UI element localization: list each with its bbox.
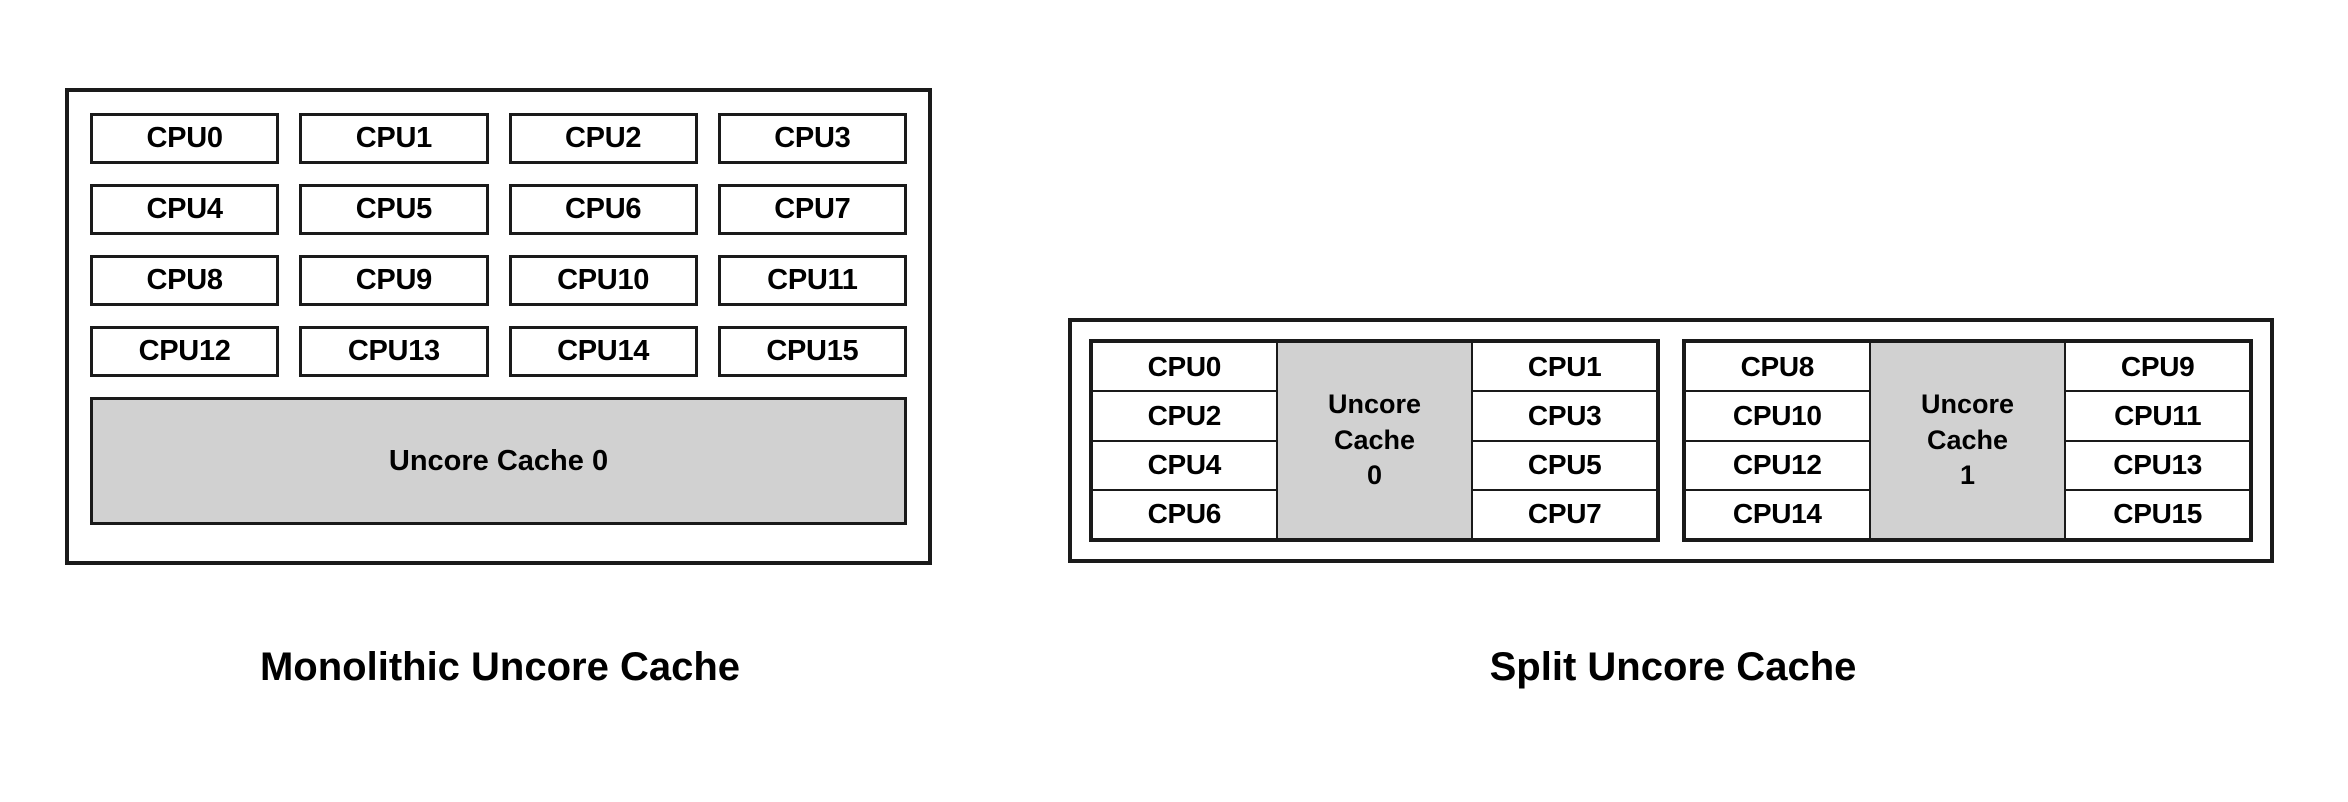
cpu-box: CPU5 <box>299 184 489 235</box>
uncore-cache-label-line3: 0 <box>1366 460 1382 491</box>
uncore-cache-block: Uncore Cache 1 <box>1868 341 2067 540</box>
cpu-box: CPU15 <box>2064 488 2251 540</box>
uncore-cache-label-line1: Uncore <box>1327 389 1421 420</box>
cpu-box: CPU7 <box>1471 488 1658 540</box>
monolithic-uncore-cache-diagram: CPU0 CPU1 CPU2 CPU3 CPU4 CPU5 CPU6 CPU7 … <box>65 88 932 565</box>
cpu-column-right: CPU9 CPU11 CPU13 CPU15 <box>2064 341 2251 540</box>
uncore-cache-block: Uncore Cache 0 <box>90 397 907 525</box>
cpu-box: CPU7 <box>717 184 907 235</box>
cpu-box: CPU4 <box>90 184 280 235</box>
cpu-box: CPU6 <box>508 184 698 235</box>
cpu-box: CPU0 <box>1091 341 1278 393</box>
uncore-cache-label-line2: Cache <box>1333 424 1416 455</box>
split-socket-frame: CPU0 CPU2 CPU4 CPU6 Uncore Cache 0 CPU1 … <box>1068 318 2274 563</box>
split-group: CPU8 CPU10 CPU12 CPU14 Uncore Cache 1 CP… <box>1682 339 2253 542</box>
cpu-box: CPU14 <box>508 326 698 377</box>
split-uncore-cache-diagram: CPU0 CPU2 CPU4 CPU6 Uncore Cache 0 CPU1 … <box>1068 318 2274 563</box>
cpu-box: CPU14 <box>1684 488 1871 540</box>
uncore-cache-label-line2: Cache <box>1926 424 2009 455</box>
split-group: CPU0 CPU2 CPU4 CPU6 Uncore Cache 0 CPU1 … <box>1089 339 1660 542</box>
cpu-column-left: CPU0 CPU2 CPU4 CPU6 <box>1091 341 1278 540</box>
cpu-box: CPU3 <box>717 113 907 164</box>
cpu-box: CPU13 <box>299 326 489 377</box>
cpu-box: CPU9 <box>2064 341 2251 393</box>
cpu-box: CPU13 <box>2064 439 2251 491</box>
cpu-box: CPU2 <box>1091 390 1278 442</box>
monolithic-socket-frame: CPU0 CPU1 CPU2 CPU3 CPU4 CPU5 CPU6 CPU7 … <box>65 88 932 565</box>
cpu-box: CPU4 <box>1091 439 1278 491</box>
uncore-cache-block: Uncore Cache 0 <box>1275 341 1474 540</box>
cpu-column-left: CPU8 CPU10 CPU12 CPU14 <box>1684 341 1871 540</box>
cpu-box: CPU12 <box>1684 439 1871 491</box>
cpu-box: CPU5 <box>1471 439 1658 491</box>
split-groups-container: CPU0 CPU2 CPU4 CPU6 Uncore Cache 0 CPU1 … <box>1089 339 2253 542</box>
cpu-box: CPU8 <box>1684 341 1871 393</box>
cpu-box: CPU12 <box>90 326 280 377</box>
cpu-box: CPU8 <box>90 255 280 306</box>
cpu-box: CPU2 <box>508 113 698 164</box>
cpu-box: CPU10 <box>508 255 698 306</box>
cpu-column-right: CPU1 CPU3 CPU5 CPU7 <box>1471 341 1658 540</box>
uncore-cache-label-line1: Uncore <box>1920 389 2014 420</box>
uncore-cache-label-line3: 1 <box>1959 460 1975 491</box>
monolithic-caption: Monolithic Uncore Cache <box>259 645 741 689</box>
cpu-box: CPU6 <box>1091 488 1278 540</box>
monolithic-cpu-grid: CPU0 CPU1 CPU2 CPU3 CPU4 CPU5 CPU6 CPU7 … <box>90 113 907 377</box>
cpu-box: CPU10 <box>1684 390 1871 442</box>
cpu-box: CPU15 <box>717 326 907 377</box>
split-caption: Split Uncore Cache <box>1489 645 1857 689</box>
cpu-box: CPU1 <box>299 113 489 164</box>
cpu-box: CPU0 <box>90 113 280 164</box>
cpu-box: CPU11 <box>2064 390 2251 442</box>
cpu-box: CPU11 <box>717 255 907 306</box>
cpu-box: CPU9 <box>299 255 489 306</box>
cpu-box: CPU1 <box>1471 341 1658 393</box>
cpu-box: CPU3 <box>1471 390 1658 442</box>
